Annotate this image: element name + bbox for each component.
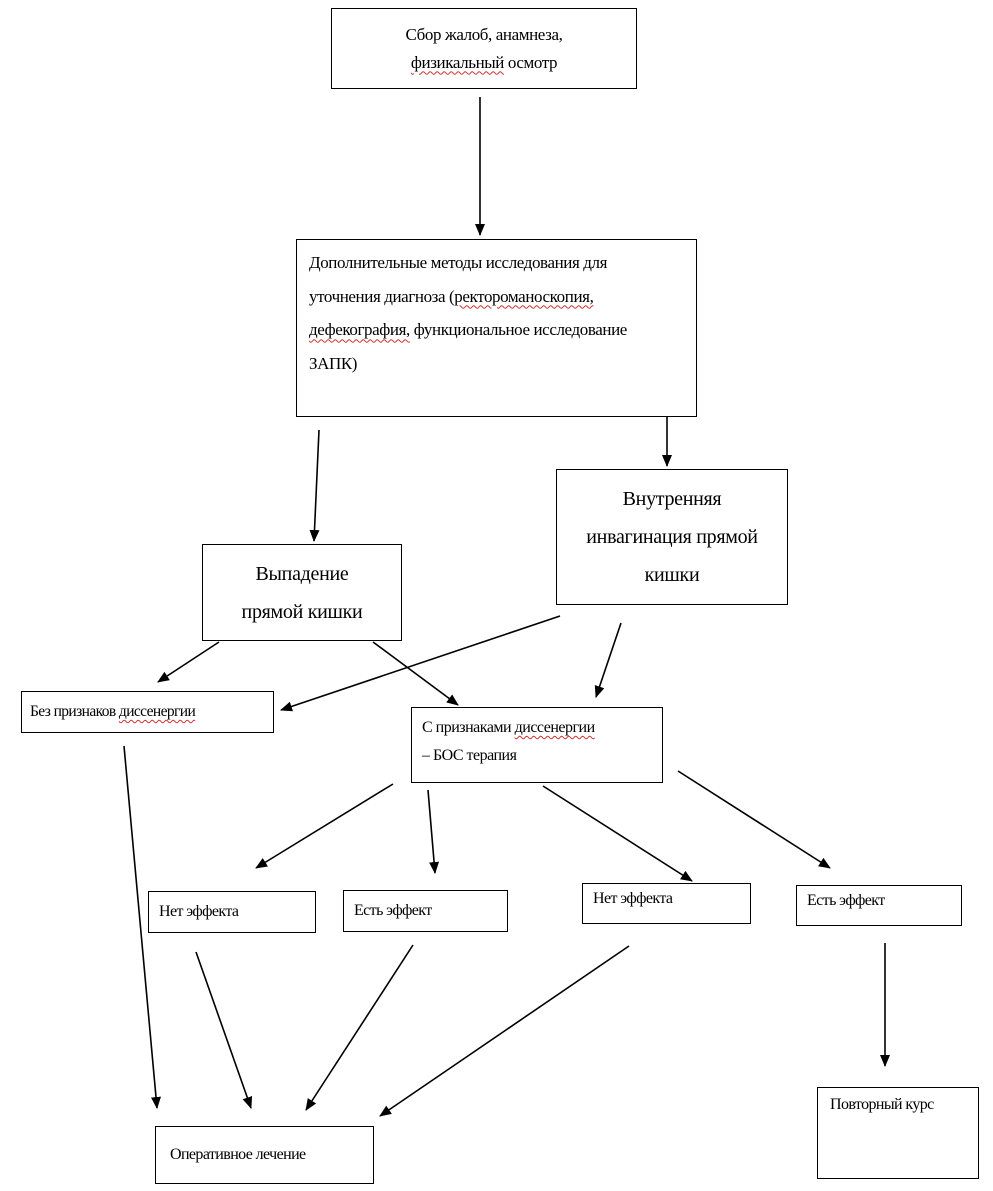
physical-word: физикальный: [410, 52, 504, 72]
invagination-line-3: кишки: [644, 564, 700, 586]
rectoromanoscopy-word: ректороманоскопия,: [454, 286, 594, 306]
methods-line-4: ЗАПК): [309, 353, 358, 373]
arrow-invagination-to-dyssynergia: [594, 622, 622, 698]
arrow-effect-1-to-surgery: [305, 944, 414, 1111]
no-effect-box-1: Нет эффекта: [148, 891, 316, 933]
effect-label-2: Есть эффект: [807, 892, 885, 909]
complaints-line-1: Сбор жалоб, анамнеза,: [405, 25, 563, 45]
arrow-invagination-to-no-dyssynergia: [280, 615, 561, 712]
arrow-no-effect-1-to-surgery: [195, 951, 253, 1109]
complaints-line-2: физикальный осмотр: [406, 49, 563, 76]
arrow-prolapse-to-no-dyssynergia: [157, 641, 220, 683]
complaints-line-2-rest: осмотр: [503, 52, 558, 72]
methods-line-2: уточнения диагноза (ректороманоскопия,: [309, 280, 684, 314]
dyssynergia-line-1: С признаками диссенергии: [422, 714, 652, 742]
complaints-history-box: Сбор жалоб, анамнеза, физикальный осмотр: [331, 8, 637, 89]
invagination-line-1: Внутренняя: [622, 488, 722, 510]
arrow-dyssynergia-to-no-effect-2: [542, 785, 693, 882]
defecography-word: дефекография,: [309, 320, 410, 340]
no-effect-box-2: Нет эффекта: [582, 883, 751, 924]
methods-line-1: Дополнительные методы исследования для: [309, 253, 608, 272]
effect-box-2: Есть эффект: [796, 885, 962, 926]
with-dyssynergia-box: С признаками диссенергии – БОС терапия: [411, 707, 663, 783]
dyssynergia-word: диссенергии: [514, 719, 596, 736]
no-dyssynergia-box: Без признаков диссенергии: [21, 691, 274, 733]
effect-label-1: Есть эффект: [354, 902, 432, 919]
internal-invagination-box: Внутренняя инвагинация прямой кишки: [556, 469, 788, 605]
effect-box-1: Есть эффект: [343, 890, 508, 932]
arrow-no-effect-2-to-surgery: [379, 945, 630, 1117]
repeat-course-box: Повторный курс: [817, 1087, 979, 1179]
arrow-methods-to-prolapse: [309, 429, 320, 542]
dyssynergia-line-2: – БОС терапия: [422, 747, 517, 764]
no-dyssynergia-word: диссенергии: [118, 703, 196, 720]
methods-line-3-rest: функциональное исследование: [409, 320, 628, 340]
surgical-treatment-box: Оперативное лечение: [155, 1126, 374, 1184]
surgery-label: Оперативное лечение: [170, 1146, 306, 1163]
methods-line-3: дефекография, функциональное исследовани…: [309, 313, 684, 347]
prolapse-line-2: прямой кишки: [241, 600, 363, 623]
arrow-dyssynergia-to-effect-1: [427, 789, 440, 874]
no-dyssynergia-text: Без признаков диссенергии: [30, 703, 196, 721]
arrow-dyssynergia-to-no-effect-1: [255, 783, 394, 869]
rectal-prolapse-box: Выпадение прямой кишки: [202, 544, 402, 641]
arrow-no-dyssynergia-to-surgery: [123, 745, 161, 1109]
no-dyssynergia-pre: Без признаков: [30, 703, 119, 720]
methods-line-2-pre: уточнения диагноза (: [309, 286, 455, 306]
invagination-line-2: инвагинация прямой: [586, 526, 758, 548]
arrow-prolapse-to-dyssynergia: [372, 641, 459, 706]
dyssynergia-pre: С признаками: [422, 719, 515, 736]
prolapse-line-1: Выпадение: [255, 562, 349, 585]
arrow-dyssynergia-to-effect-2: [677, 770, 831, 869]
repeat-course-label: Повторный курс: [830, 1096, 934, 1113]
no-effect-label-1: Нет эффекта: [159, 903, 239, 920]
no-effect-label-2: Нет эффекта: [593, 890, 673, 907]
additional-methods-box: Дополнительные методы исследования для у…: [296, 239, 697, 417]
